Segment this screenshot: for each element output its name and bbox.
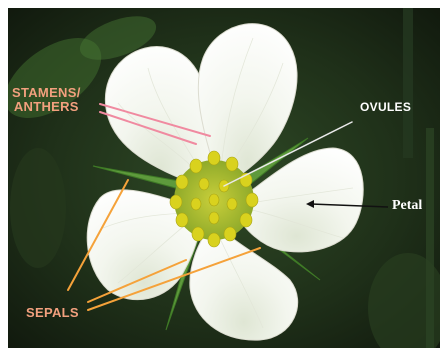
petal-label: Petal	[392, 199, 422, 214]
stamens-anthers-label: STAMENS/ ANTHERS	[12, 86, 81, 113]
background-stem	[403, 8, 413, 158]
flower-photo	[8, 8, 440, 348]
stamens-label-line2: ANTHERS	[12, 100, 81, 114]
background-leaf	[10, 148, 66, 268]
stamens-label-line1: STAMENS/	[12, 86, 81, 100]
background-stem	[426, 128, 434, 348]
ovules-label: OVULES	[360, 101, 411, 114]
sepals-label: SEPALS	[26, 306, 79, 320]
